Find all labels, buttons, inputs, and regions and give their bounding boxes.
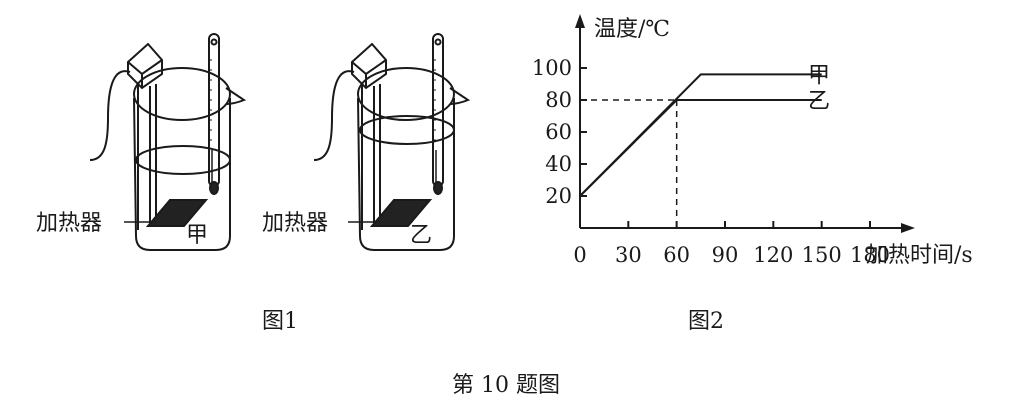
problem-caption: 第 10 题图 xyxy=(452,373,560,398)
heater-rod xyxy=(137,84,157,230)
x-tick-label: 0 xyxy=(573,243,586,267)
apparatus-yi xyxy=(313,33,471,251)
x-axis-label: 加热时间/s xyxy=(866,243,973,268)
y-tick-label: 60 xyxy=(545,120,572,144)
y-tick-label: 20 xyxy=(545,184,572,208)
heater-label-left: 加热器 xyxy=(36,211,102,236)
y-tick-label: 100 xyxy=(532,56,572,80)
series-label-jia: 甲 xyxy=(808,63,830,88)
heater-plate xyxy=(145,199,209,227)
temperature-chart: 温度/℃ 加热时间/s 20 40 60 80 100 0 30 60 90 120 150 180… xyxy=(532,14,973,268)
x-tick-label: 60 xyxy=(663,243,690,267)
heater-rod xyxy=(361,84,381,230)
thermometer xyxy=(432,33,444,195)
y-ticks: 20 40 60 80 100 xyxy=(532,56,587,208)
beaker-body xyxy=(357,97,455,251)
x-axis-arrow xyxy=(901,223,915,233)
x-tick-label: 180 xyxy=(850,243,890,267)
water-surface xyxy=(135,145,231,175)
x-tick-label: 120 xyxy=(753,243,793,267)
series-lines xyxy=(579,73,822,197)
beaker-body xyxy=(133,97,231,251)
power-cord xyxy=(313,70,355,161)
apparatus-jia xyxy=(89,33,247,251)
heater-plug-box xyxy=(127,42,163,90)
series-label-yi: 乙 xyxy=(808,89,830,114)
heater-label-right: 加热器 xyxy=(262,211,328,236)
reference-dashed-lines xyxy=(580,99,678,228)
thermometer xyxy=(208,33,220,195)
beaker-rim xyxy=(357,67,455,121)
x-tick-label: 30 xyxy=(615,243,642,267)
caption-figure-1: 图1 xyxy=(262,309,298,334)
y-axis-arrow xyxy=(575,14,585,28)
beaker-name-jia: 甲 xyxy=(186,223,208,248)
series-line-yi xyxy=(579,99,822,197)
y-tick-label: 40 xyxy=(545,152,572,176)
x-ticks: 0 30 60 90 120 150 180 xyxy=(573,221,890,267)
heater-plug-box xyxy=(351,42,387,90)
beaker-rim xyxy=(133,67,231,121)
beaker-name-yi: 乙 xyxy=(410,223,432,248)
x-tick-label: 150 xyxy=(802,243,842,267)
water-surface xyxy=(359,115,455,145)
heater-plate xyxy=(369,199,433,227)
y-tick-label: 80 xyxy=(545,88,572,112)
caption-figure-2: 图2 xyxy=(688,309,724,334)
x-tick-label: 90 xyxy=(712,243,739,267)
y-axis-label: 温度/℃ xyxy=(594,17,670,42)
power-cord xyxy=(89,70,131,161)
series-labels: 甲乙 xyxy=(808,63,830,114)
series-line-jia xyxy=(579,73,822,197)
